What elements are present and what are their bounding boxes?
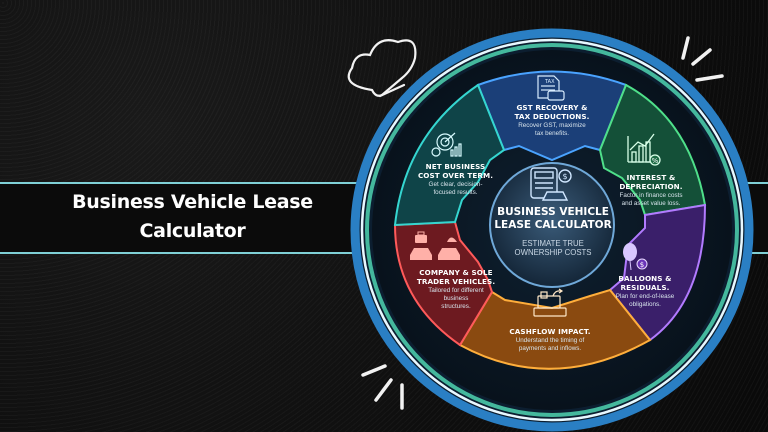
segment-cashflow-shape bbox=[458, 288, 652, 370]
segment-company-title: COMPANY & SOLE TRADER VEHICLES. bbox=[416, 268, 496, 286]
sparkle-lines-bottom-left-icon bbox=[361, 364, 404, 410]
briefcase-hardhat-cars-icon bbox=[410, 231, 460, 260]
growth-chart-percent-icon: % bbox=[627, 133, 661, 166]
segment-interest-desc: Factor in finance costs and asset value … bbox=[619, 192, 683, 207]
segment-net-desc: Get clear, decision- focused results. bbox=[428, 181, 483, 196]
calculator-car-dollar-icon: $ bbox=[530, 167, 572, 201]
segment-balloons-title: BALLOONS & RESIDUALS. bbox=[618, 274, 672, 292]
center-disk bbox=[489, 162, 615, 288]
segment-company: COMPANY & SOLE TRADER VEHICLES. Tailored… bbox=[406, 268, 506, 311]
segment-cashflow-title: CASHFLOW IMPACT. bbox=[509, 327, 591, 336]
balloon-coin-icon: $ bbox=[623, 243, 648, 271]
page-title: Business Vehicle Lease Calculator bbox=[40, 188, 345, 246]
svg-text:$: $ bbox=[562, 172, 567, 181]
sparkle-lines-top-right-icon bbox=[681, 36, 724, 82]
center-subtitle: ESTIMATE TRUE OWNERSHIP COSTS bbox=[514, 239, 592, 257]
page-title-line2: Calculator bbox=[139, 220, 246, 242]
svg-text:%: % bbox=[652, 157, 659, 165]
segment-interest-title: INTEREST & DEPRECIATION. bbox=[619, 173, 683, 191]
segment-net-title: NET BUSINESS COST OVER TERM. bbox=[417, 162, 494, 180]
segment-gst-title: GST RECOVERY & TAX DEDUCTIONS. bbox=[514, 103, 590, 121]
segment-cashflow-desc: Understand the timing of payments and in… bbox=[515, 337, 585, 352]
segment-net: NET BUSINESS COST OVER TERM. Get clear, … bbox=[408, 162, 503, 197]
segment-balloons: BALLOONS & RESIDUALS. Plan for end-of-le… bbox=[595, 274, 695, 309]
segment-cashflow: CASHFLOW IMPACT. Understand the timing o… bbox=[490, 327, 610, 353]
target-chart-check-icon bbox=[431, 132, 462, 157]
segment-interest: INTEREST & DEPRECIATION. Factor in finan… bbox=[600, 173, 702, 208]
cash-register-icon bbox=[533, 288, 567, 317]
svg-text:TAX: TAX bbox=[544, 79, 555, 85]
tax-document-money-icon: TAX bbox=[537, 75, 565, 101]
segment-gst: GST RECOVERY & TAX DEDUCTIONS. Recover G… bbox=[488, 103, 616, 138]
svg-text:$: $ bbox=[640, 261, 644, 269]
segment-balloons-desc: Plan for end-of-lease obligations. bbox=[615, 293, 675, 308]
segment-balloons-shape bbox=[608, 203, 707, 342]
segment-company-desc: Tailored for different business structur… bbox=[428, 287, 484, 310]
segment-interest-shape bbox=[598, 83, 707, 217]
segment-net-shape bbox=[393, 83, 506, 227]
chef-hat-doodle-icon bbox=[347, 39, 417, 98]
page-title-line1: Business Vehicle Lease bbox=[72, 191, 313, 213]
segment-gst-shape bbox=[476, 70, 628, 162]
segment-gst-desc: Recover GST, maximize tax benefits. bbox=[518, 122, 586, 137]
center-title: BUSINESS VEHICLE LEASE CALCULATOR bbox=[494, 206, 612, 231]
